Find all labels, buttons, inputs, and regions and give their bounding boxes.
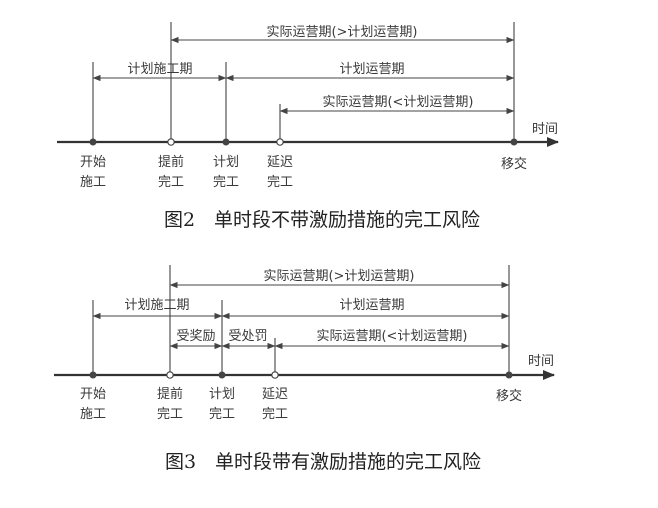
label-start-1: 开始: [80, 155, 106, 170]
span-label-planned-construction: 计划施工期: [124, 298, 189, 313]
point-handover: [505, 371, 513, 379]
label-early-2: 完工: [157, 407, 183, 422]
point-early: [166, 371, 174, 379]
span-label-reward: 受奖励: [176, 329, 215, 344]
span-label-actual-longer: 实际运营期(>计划运营期): [263, 269, 414, 284]
span-label-planned-operation: 计划运营期: [339, 62, 404, 77]
label-planned-2: 完工: [209, 407, 235, 422]
span-label-actual-longer: 实际运营期(>计划运营期): [266, 25, 417, 40]
time-axis-label: 时间: [532, 122, 558, 137]
label-delayed-2: 完工: [267, 175, 293, 190]
point-delayed: [271, 371, 279, 379]
span-label-actual-shorter: 实际运营期(<计划运营期): [316, 329, 467, 344]
point-start: [89, 138, 97, 146]
label-start-1: 开始: [80, 387, 106, 402]
label-early-1: 提前: [157, 386, 183, 402]
point-early: [167, 138, 175, 146]
label-start-2: 施工: [80, 175, 106, 190]
label-delayed-1: 延迟: [267, 155, 293, 170]
time-axis-label: 时间: [528, 354, 554, 369]
point-start: [89, 371, 97, 379]
span-label-penalty: 受处罚: [228, 329, 267, 344]
span-label-planned-operation: 计划运营期: [339, 298, 404, 313]
label-early-2: 完工: [158, 175, 184, 190]
label-start-2: 施工: [80, 407, 106, 422]
label-delayed-1: 延迟: [262, 387, 288, 402]
label-handover: 移交: [496, 388, 522, 404]
point-delayed: [276, 138, 284, 146]
point-handover: [510, 138, 518, 146]
point-planned: [222, 138, 230, 146]
figure-3: 实际运营期(>计划运营期) 计划施工期 计划运营期 受奖励 受处罚 实际运营期(…: [54, 265, 555, 473]
figure-3-caption: 图3 单时段带有激励措施的完工风险: [165, 451, 481, 473]
label-planned-1: 计划: [213, 155, 239, 170]
span-label-planned-construction: 计划施工期: [127, 62, 192, 77]
label-delayed-2: 完工: [262, 407, 288, 422]
point-planned: [218, 371, 226, 379]
label-early-1: 提前: [158, 154, 184, 170]
figure-2-caption: 图2 单时段不带激励措施的完工风险: [164, 209, 480, 231]
label-planned-1: 计划: [209, 387, 235, 402]
label-planned-2: 完工: [213, 175, 239, 190]
figure-2: 实际运营期(>计划运营期) 计划施工期 计划运营期 实际运营期(<计划运营期) …: [57, 22, 559, 231]
label-handover: 移交: [501, 156, 527, 172]
span-label-actual-shorter: 实际运营期(<计划运营期): [322, 95, 473, 110]
